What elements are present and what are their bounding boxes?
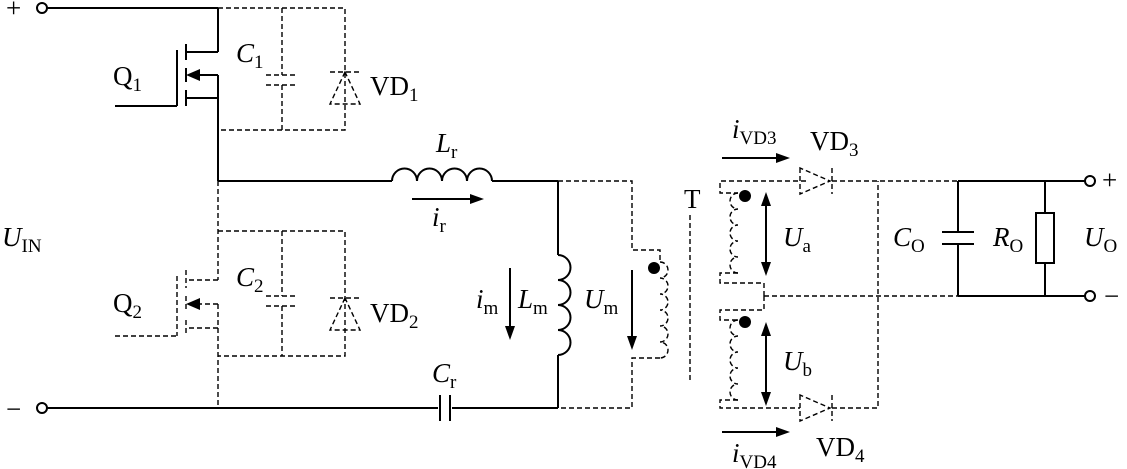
- lm-label: Lm: [517, 284, 548, 319]
- input-minus-terminal: [36, 402, 48, 414]
- lr-label: Lr: [435, 128, 458, 163]
- vd4-diode: [799, 181, 879, 423]
- ro-resistor: [1035, 212, 1055, 264]
- secondary-b-winding: [719, 296, 800, 409]
- ub-label: Ub: [783, 346, 812, 381]
- lr-inductor: [391, 167, 558, 182]
- q1-transistor: [115, 8, 219, 181]
- ir-label: ir: [432, 202, 447, 237]
- output-minus-label: −: [1104, 281, 1119, 311]
- ivd4-label: iVD4: [732, 438, 777, 469]
- ua-label: Ua: [783, 222, 812, 257]
- input-rails: [36, 2, 558, 414]
- q2-body-arrow: [186, 298, 200, 310]
- q2-label: Q2: [113, 288, 142, 323]
- secondary-a-winding: [719, 180, 806, 296]
- ivd3-label: iVD3: [732, 114, 776, 149]
- c1-label: C1: [236, 38, 264, 73]
- secondary-b-dot: [739, 316, 751, 328]
- input-minus-label: −: [6, 394, 21, 424]
- output-plus-label: +: [1102, 165, 1117, 195]
- c1-vd1-parasitics: [218, 7, 362, 131]
- uo-label: UO: [1084, 222, 1117, 257]
- vd1-diode: [328, 70, 362, 105]
- q2-transistor: [115, 181, 219, 408]
- vd4-label: VD4: [816, 432, 865, 467]
- ro-label: RO: [992, 222, 1023, 257]
- transformer-label: T: [684, 184, 701, 214]
- lm-inductor: [557, 181, 572, 408]
- uin-label: UIN: [2, 222, 42, 257]
- q1-body-arrow: [186, 69, 200, 81]
- im-label: im: [476, 284, 499, 319]
- primary-dot: [648, 262, 660, 274]
- vd2-label: VD2: [370, 298, 419, 333]
- c2-vd2-parasitics: [218, 230, 362, 357]
- output-plus-terminal: [1084, 175, 1096, 187]
- vd3-label: VD3: [810, 126, 859, 161]
- vd1-label: VD1: [370, 71, 419, 106]
- co-label: CO: [893, 222, 925, 257]
- c2-label: C2: [236, 262, 264, 297]
- um-label: Um: [584, 284, 619, 319]
- cr-label: Cr: [432, 358, 457, 393]
- q1-label: Q1: [113, 61, 142, 96]
- transformer-primary: [558, 180, 669, 409]
- output-network: [942, 175, 1096, 302]
- cr-capacitor: [439, 395, 451, 421]
- vd2-diode: [328, 296, 362, 331]
- input-plus-terminal: [36, 2, 48, 14]
- secondary-a-dot: [739, 190, 751, 202]
- input-plus-label: +: [6, 0, 21, 23]
- output-minus-terminal: [1084, 290, 1096, 302]
